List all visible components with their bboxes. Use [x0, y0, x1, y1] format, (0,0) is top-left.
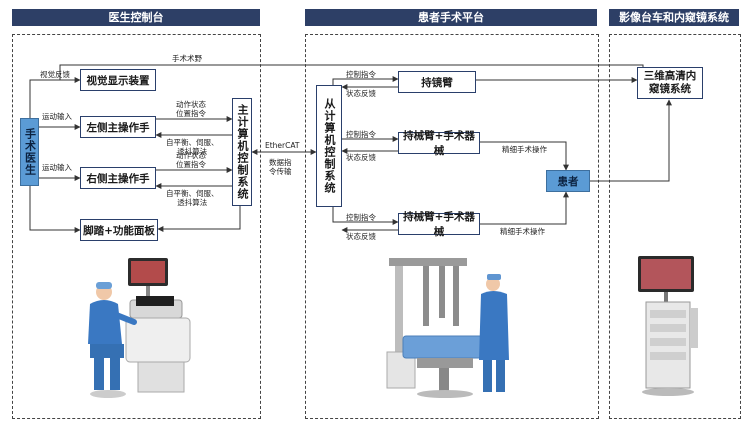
imaging-tower-illustration: [638, 256, 698, 396]
master-ctrl-box: 主计算机控制系统: [232, 98, 252, 206]
label-motion-input-2: 运动输入: [42, 163, 72, 172]
frame-patient-platform: [305, 34, 599, 419]
header-surgeon-console: 医生控制台: [12, 9, 260, 26]
right-master-box: 右侧主操作手: [80, 167, 156, 189]
label-surgical-view: 手术术野: [172, 54, 202, 63]
label-status-fb-2: 状态反馈: [346, 153, 376, 162]
left-master-box: 左侧主操作手: [80, 116, 156, 138]
inst-arm-2-box: 持械臂+手术器械: [398, 211, 480, 238]
frame-imaging-cart: [609, 34, 741, 419]
patient-cart-illustration: [386, 258, 509, 398]
foot-panel-box: 脚踏+功能面板: [80, 219, 158, 241]
label-ctrl-cmd-2: 控制指令: [346, 130, 376, 139]
label-precise-op-1: 精细手术操作: [502, 145, 547, 154]
endo-arm-box: 持镜臂: [398, 71, 476, 93]
header-imaging-cart: 影像台车和内窥镜系统: [609, 9, 739, 26]
endoscope-box: 三维高清内窥镜系统: [637, 67, 703, 99]
label-ctrl-cmd-1: 控制指令: [346, 70, 376, 79]
label-motion-input-1: 运动输入: [42, 112, 72, 121]
label-status-cmd-1: 动作状态 位置指令: [176, 100, 206, 118]
label-visual-feedback: 视觉反馈: [40, 70, 70, 79]
inst-arm-1-box: 持械臂+手术器械: [398, 130, 480, 157]
patient-box: 患者: [546, 170, 590, 192]
header-patient-platform: 患者手术平台: [305, 9, 597, 26]
label-status-fb-3: 状态反馈: [346, 232, 376, 241]
surgeon-console-illustration: [88, 258, 191, 398]
surgeon-box: 手术医生: [20, 118, 39, 186]
label-algo-2: 自平衡、伺服、 透抖算法: [166, 189, 219, 207]
label-status-cmd-2: 动作状态 位置指令: [176, 151, 206, 169]
visual-display-box: 视觉显示装置: [80, 69, 156, 91]
label-status-fb-1: 状态反馈: [346, 89, 376, 98]
label-precise-op-2: 精细手术操作: [500, 227, 545, 236]
label-algo-1: 自平衡、伺服、 透抖算法: [166, 138, 219, 156]
frame-surgeon-console: [12, 34, 261, 419]
slave-ctrl-box: 从计算机控制系统: [316, 85, 342, 207]
label-ethercat: EtherCAT: [265, 141, 300, 150]
label-data-cmd: 数据指 令传输: [269, 158, 292, 176]
label-ctrl-cmd-3: 控制指令: [346, 213, 376, 222]
